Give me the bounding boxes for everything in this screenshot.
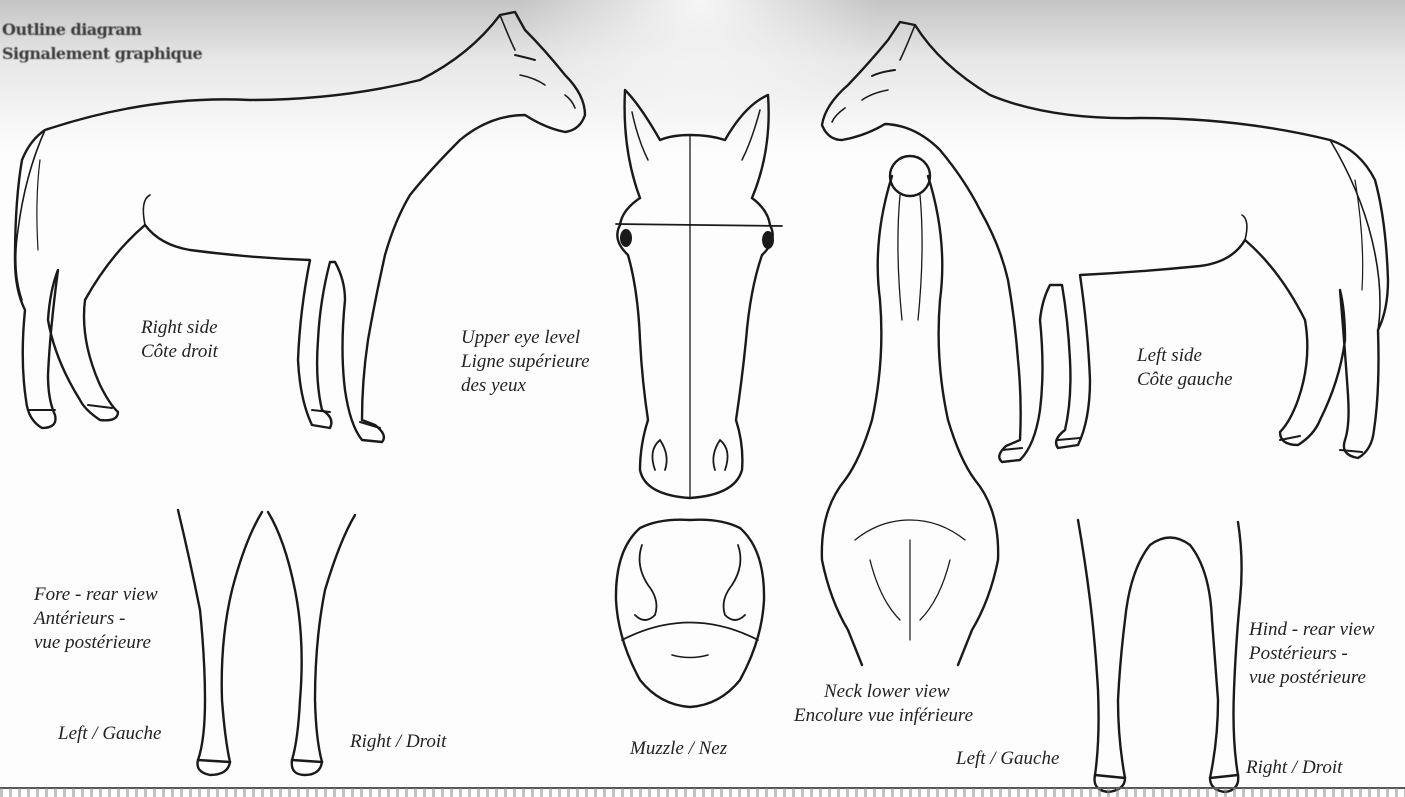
- label-right-side-en: Right side: [141, 316, 218, 340]
- label-fore-rear-fr-2: vue postérieure: [34, 631, 158, 655]
- label-hind-rear-en: Hind - rear view: [1249, 618, 1374, 642]
- horse-head-front: [616, 90, 782, 498]
- label-hind-rear-view: Hind - rear view Postérieurs - vue posté…: [1249, 618, 1374, 690]
- label-hind-left: Left / Gauche: [956, 747, 1059, 771]
- horse-left-side: [822, 22, 1388, 462]
- label-left-side-fr: Côte gauche: [1137, 368, 1233, 392]
- label-left-side: Left side Côte gauche: [1137, 344, 1233, 392]
- fore-legs-rear-view: [178, 510, 355, 775]
- label-fore-rear-en: Fore - rear view: [34, 583, 158, 607]
- label-upper-eye-en: Upper eye level: [461, 326, 590, 350]
- label-hind-rear-fr-1: Postérieurs -: [1249, 642, 1374, 666]
- label-left-side-en: Left side: [1137, 344, 1233, 368]
- label-fore-right: Right / Droit: [350, 730, 446, 754]
- label-neck-lower-view: Neck lower view Encolure vue inférieure: [794, 680, 973, 728]
- label-neck-lower-fr: Encolure vue inférieure: [794, 704, 973, 728]
- label-fore-rear-fr-1: Antérieurs -: [34, 607, 158, 631]
- horse-muzzle: [616, 520, 764, 707]
- horse-neck-lower-view: [822, 156, 998, 665]
- label-upper-eye-level: Upper eye level Ligne supérieure des yeu…: [461, 326, 590, 398]
- hind-legs-rear-view: [1078, 520, 1242, 792]
- label-muzzle: Muzzle / Nez: [630, 737, 727, 761]
- label-hind-right: Right / Droit: [1246, 756, 1342, 780]
- label-right-side-fr: Côte droit: [141, 340, 218, 364]
- label-fore-left: Left / Gauche: [58, 722, 161, 746]
- label-upper-eye-fr-2: des yeux: [461, 374, 590, 398]
- page-bottom-cutoff-text: [0, 788, 1405, 797]
- label-neck-lower-en: Neck lower view: [794, 680, 973, 704]
- label-upper-eye-fr-1: Ligne supérieure: [461, 350, 590, 374]
- label-right-side: Right side Côte droit: [141, 316, 218, 364]
- label-fore-rear-view: Fore - rear view Antérieurs - vue postér…: [34, 583, 158, 655]
- label-hind-rear-fr-2: vue postérieure: [1249, 666, 1374, 690]
